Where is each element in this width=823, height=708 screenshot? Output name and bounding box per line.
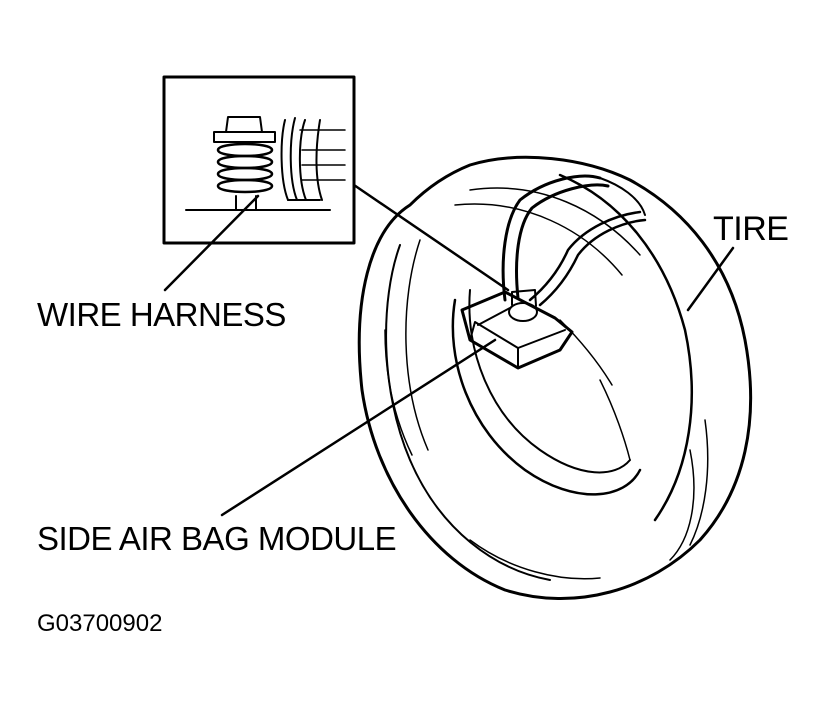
tire-illustration: [357, 155, 753, 601]
wire-harness-strap: [501, 174, 647, 307]
figure-code-label: G03700902: [37, 610, 163, 637]
wire-harness-label: WIRE HARNESS: [37, 296, 286, 333]
tire-label: TIRE: [713, 210, 789, 248]
air-bag-module-illustration: [460, 289, 574, 370]
side-air-bag-module-label: SIDE AIR BAG MODULE: [37, 520, 397, 557]
leader-lines: [163, 183, 735, 517]
inset-detail-box: [162, 75, 356, 245]
